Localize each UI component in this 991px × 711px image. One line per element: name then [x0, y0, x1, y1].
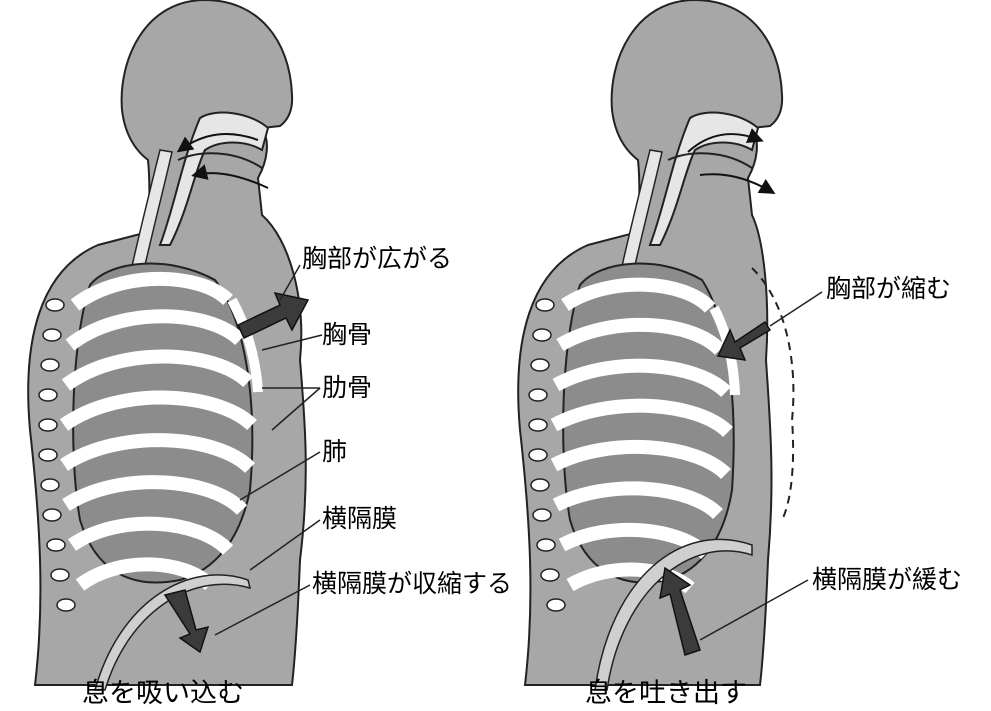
label-ribs: 肋骨 — [322, 375, 372, 400]
caption-inhale: 息を吸い込む — [82, 680, 244, 707]
exhale-figure — [518, 0, 822, 690]
label-sternum: 胸骨 — [322, 322, 372, 347]
label-chest-contracts: 胸部が縮む — [826, 276, 951, 301]
label-diaphragm: 横隔膜 — [322, 506, 397, 531]
caption-exhale: 息を吐き出す — [585, 680, 747, 707]
label-chest-expands: 胸部が広がる — [302, 246, 452, 271]
label-lung: 肺 — [322, 439, 347, 464]
label-diaphragm-relaxes: 横隔膜が緩む — [812, 567, 962, 592]
label-diaphragm-contracts: 横隔膜が収縮する — [312, 571, 512, 596]
inhale-figure — [28, 0, 322, 690]
